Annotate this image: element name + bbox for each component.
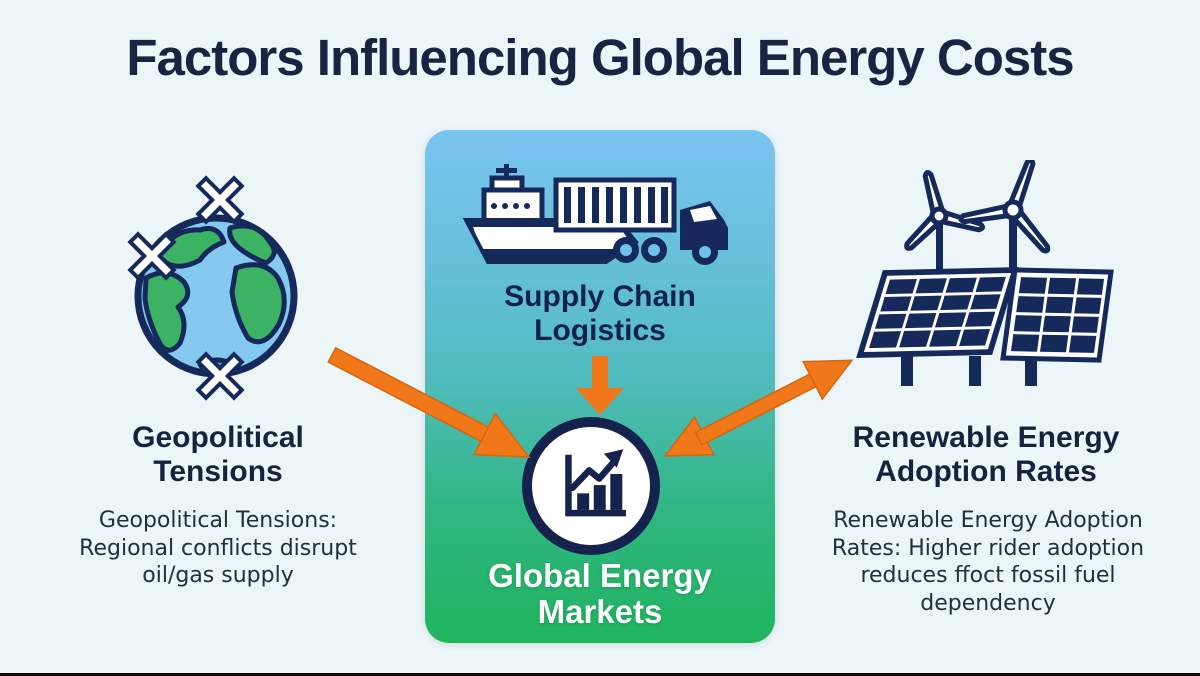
geopolitical-tensions-heading: Geopolitical Tensions xyxy=(132,421,304,488)
solar-wind-icon xyxy=(853,157,1121,400)
energy-markets-hub-circle xyxy=(522,417,660,555)
supply-chain-label: Supply Chain Logistics xyxy=(504,280,696,347)
down-arrow-icon xyxy=(575,356,625,416)
market-growth-chart-icon xyxy=(545,440,637,532)
global-energy-markets-panel: Supply Chain Logistics Global Energy Mar… xyxy=(425,130,775,643)
bottom-edge-line xyxy=(0,673,1200,676)
global-energy-markets-label: Global Energy Markets xyxy=(488,557,712,631)
right-connector-double-arrow-icon xyxy=(653,348,873,473)
cargo-ship-truck-icon xyxy=(458,162,742,270)
left-connector-arrow-icon xyxy=(323,343,548,468)
globe-conflict-icon xyxy=(118,166,320,404)
page-title: Factors Influencing Global Energy Costs xyxy=(126,29,1074,86)
renewable-energy-description: Renewable Energy Adoption Rates: Higher … xyxy=(831,508,1145,617)
renewable-energy-heading: Renewable Energy Adoption Rates xyxy=(852,421,1120,488)
geopolitical-tensions-description: Geopolitical Tensions: Regional conflict… xyxy=(79,508,357,589)
